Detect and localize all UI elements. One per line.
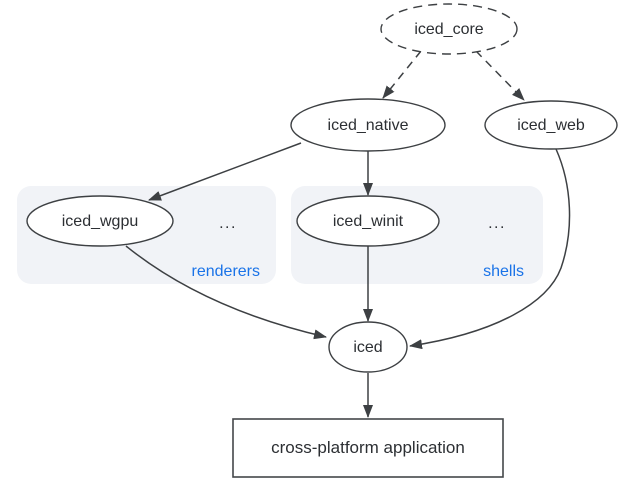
node-iced-web: iced_web	[484, 100, 618, 150]
node-iced-winit: iced_winit	[296, 195, 440, 247]
edge-iced-web-to-iced	[409, 148, 571, 350]
edge-iced-core-to-iced-web	[475, 50, 525, 101]
iced-wgpu-label: iced_wgpu	[62, 213, 139, 230]
application-label: cross-platform application	[271, 438, 465, 457]
iced-core-ellipse	[380, 3, 518, 55]
node-iced: iced	[328, 321, 408, 373]
iced-native-ellipse	[290, 98, 446, 152]
node-iced-native: iced_native	[290, 98, 446, 152]
iced-wgpu-ellipse	[26, 195, 174, 247]
renderers-group-label: renderers	[192, 263, 260, 280]
shells-ellipsis: ...	[488, 215, 506, 232]
iced-ellipse	[328, 321, 408, 373]
node-iced-wgpu: iced_wgpu	[26, 195, 174, 247]
edge-iced-native-to-iced-wgpu	[148, 142, 302, 201]
iced-winit-ellipse	[296, 195, 440, 247]
renderers-ellipsis: ...	[219, 215, 237, 232]
application-rect	[232, 418, 504, 478]
edge-iced-core-to-iced-native	[382, 50, 422, 99]
iced-web-ellipse	[484, 100, 618, 150]
shells-group-label: shells	[483, 263, 524, 280]
iced-core-label: iced_core	[414, 21, 483, 38]
node-iced-core: iced_core	[380, 3, 518, 55]
iced-native-label: iced_native	[328, 117, 409, 134]
node-cross-platform-application: cross-platform application	[232, 418, 504, 478]
iced-label: iced	[353, 339, 382, 356]
edge-iced-wgpu-to-iced	[125, 245, 327, 340]
iced-web-label: iced_web	[517, 117, 585, 134]
iced-winit-label: iced_winit	[333, 213, 404, 230]
